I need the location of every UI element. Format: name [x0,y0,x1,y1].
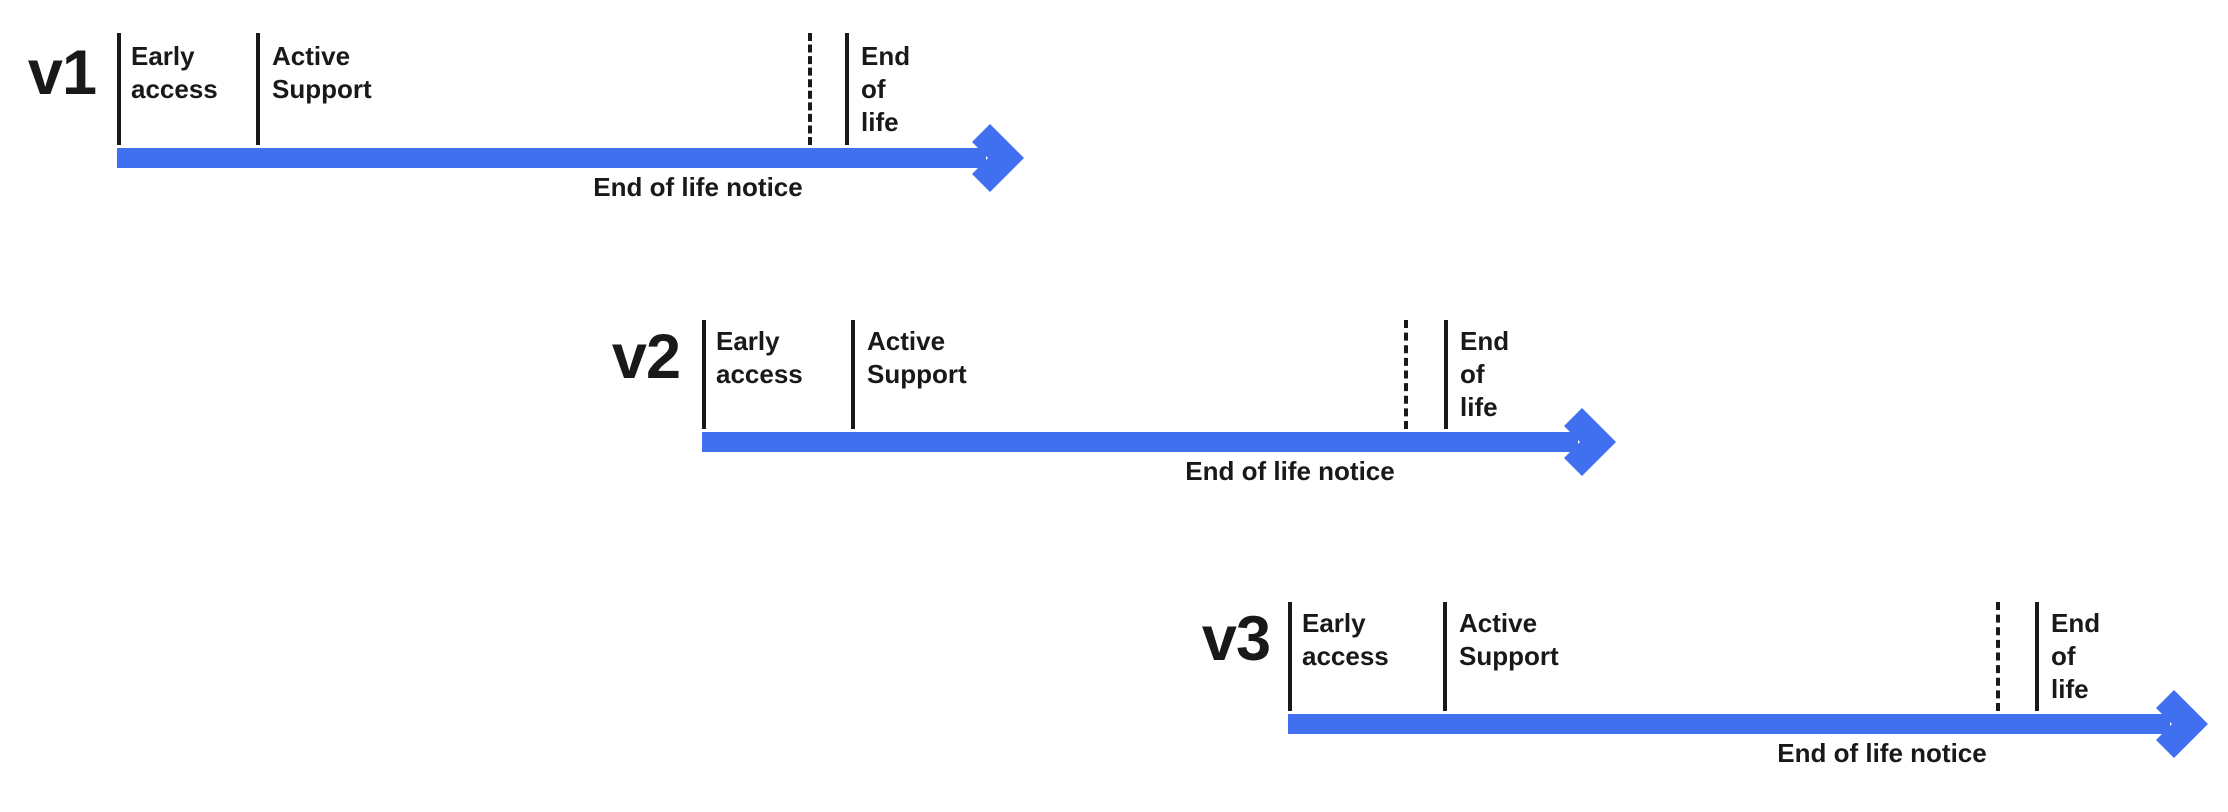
timeline-arrowhead-v3 [2156,690,2226,758]
phase-label-v1-0: Early access [131,41,218,105]
phase-label-v2-2: End of life [1460,326,1510,423]
phase-divider-v3-0 [1288,602,1292,711]
end-of-life-notice-marker-v3 [1996,602,2000,711]
end-of-life-notice-label-v1: End of life notice [593,172,803,202]
timeline-shaft-v2 [702,432,1578,452]
version-label-v1: v1 [27,38,97,108]
phase-divider-v2-2 [1444,320,1448,429]
phase-divider-v2-0 [702,320,706,429]
phase-divider-v3-2 [2035,602,2039,711]
phase-label-v3-1: Active Support [1459,608,1559,672]
timeline-arrowhead-v1 [972,124,1042,192]
phase-divider-v1-0 [117,33,121,145]
version-label-v3: v3 [1201,604,1271,674]
phase-label-v1-1: Active Support [272,41,372,105]
end-of-life-notice-marker-v2 [1404,320,1408,429]
version-label-v2: v2 [611,322,681,392]
phase-label-v2-1: Active Support [867,326,967,390]
timeline-shaft-v3 [1288,714,2170,734]
phase-label-v1-2: End of life [861,41,911,138]
phase-label-v2-0: Early access [716,326,803,390]
timeline-arrowhead-v2 [1564,408,1634,476]
end-of-life-notice-marker-v1 [808,33,812,145]
phase-label-v3-0: Early access [1302,608,1389,672]
timeline-shaft-v1 [117,148,986,168]
phase-divider-v1-1 [256,33,260,145]
phase-divider-v3-1 [1443,602,1447,711]
phase-label-v3-2: End of life [2051,608,2101,705]
end-of-life-notice-label-v3: End of life notice [1777,738,1987,768]
end-of-life-notice-label-v2: End of life notice [1185,456,1395,486]
phase-divider-v1-2 [845,33,849,145]
phase-divider-v2-1 [851,320,855,429]
